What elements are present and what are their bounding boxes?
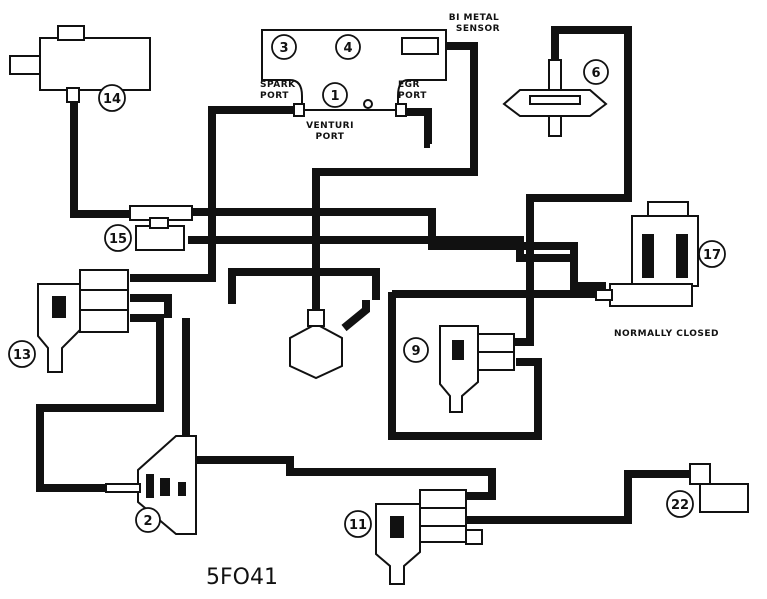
hose-13-middle: [130, 294, 172, 318]
egr-port-label-line1: EGR: [398, 80, 420, 90]
hose-6-to-9: [514, 26, 632, 346]
svg-text:2: 2: [143, 514, 152, 529]
bimetal-sensor-label-line1: BI METAL: [449, 13, 500, 23]
component-6-diaphragm: [502, 59, 608, 137]
port-labels: BI METAL SENSOR SPARK PORT EGR PORT VENT…: [260, 13, 719, 339]
component-15-valve: [129, 205, 193, 251]
hose-14-to-15: [70, 100, 135, 218]
svg-text:3: 3: [279, 41, 288, 56]
number-4: 4: [335, 34, 361, 60]
hose-bimetal-to-center: [312, 42, 478, 292]
component-14-canister: [9, 25, 151, 103]
number-15: 15: [104, 224, 132, 252]
hose-center-loop: [228, 268, 380, 304]
egr-port-label-line2: PORT: [398, 91, 427, 101]
component-22-box: [689, 463, 749, 513]
svg-text:11: 11: [349, 518, 367, 533]
number-13: 13: [8, 340, 36, 368]
svg-text:6: 6: [591, 66, 600, 81]
hose-spark-port-to-13: [130, 106, 298, 282]
normally-closed-label: NORMALLY CLOSED: [614, 329, 719, 339]
svg-text:17: 17: [703, 248, 721, 263]
center-actuator: [289, 309, 343, 380]
component-13-valve: [37, 269, 129, 373]
number-2: 2: [135, 507, 161, 533]
svg-text:4: 4: [343, 41, 352, 56]
vacuum-hoses: [36, 26, 698, 524]
figure-code: 5FO41: [206, 565, 278, 590]
hose-15-to-17: [190, 208, 606, 290]
bimetal-sensor-label-line2: SENSOR: [456, 24, 500, 34]
hose-9-loop: [388, 292, 542, 440]
number-14: 14: [98, 84, 126, 112]
svg-text:9: 9: [411, 344, 420, 359]
component-17-solenoid: [595, 201, 699, 307]
svg-text:13: 13: [13, 348, 31, 363]
hose-13-to-2: [36, 314, 164, 492]
component-9-valve: [439, 325, 515, 413]
component-11-valve: [375, 489, 483, 585]
component-numbers: 1 3 4 6 14 15 17 13: [8, 34, 726, 538]
svg-text:1: 1: [330, 89, 339, 104]
number-17: 17: [698, 240, 726, 268]
venturi-port-label-line1: VENTURI: [306, 121, 354, 131]
svg-text:15: 15: [109, 232, 127, 247]
svg-text:14: 14: [103, 92, 121, 107]
number-3: 3: [271, 34, 297, 60]
number-11: 11: [344, 510, 372, 538]
svg-text:22: 22: [671, 498, 689, 513]
hose-egr-port: [404, 108, 432, 148]
number-22: 22: [666, 490, 694, 518]
number-1: 1: [322, 82, 348, 108]
hose-11-to-22: [466, 470, 698, 524]
spark-port-label-line2: PORT: [260, 91, 289, 101]
hose-actuator-right: [341, 300, 370, 332]
number-6: 6: [583, 59, 609, 85]
carburetor-body: [261, 29, 447, 117]
hose-center-to-17: [212, 236, 574, 262]
number-9: 9: [403, 337, 429, 363]
spark-port-label-line1: SPARK: [260, 80, 296, 90]
venturi-port-label-line2: PORT: [316, 132, 345, 142]
